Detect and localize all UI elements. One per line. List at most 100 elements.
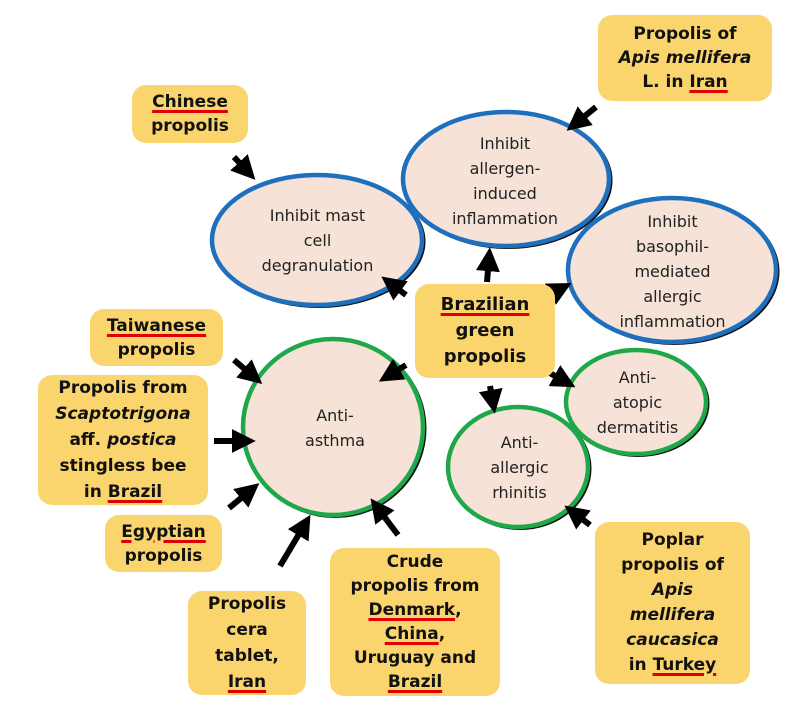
italic-species-name: Apis mellifera	[618, 48, 752, 68]
box-text-line: stingless bee	[59, 453, 186, 479]
box-text-line: Denmark,	[368, 598, 461, 622]
box-text-line: Crude	[387, 550, 444, 574]
underlined-place-name: Iran	[689, 72, 728, 92]
box-text-line: mellifera	[630, 603, 716, 628]
underlined-place-name: Taiwanese	[106, 315, 207, 336]
arrow-cera-to-asthma	[277, 514, 311, 568]
effect-text-line: allergic	[643, 286, 702, 306]
box-text-line: green	[456, 318, 515, 344]
effect-text-line: allergic	[490, 458, 549, 477]
effect-ellipse-rhinitis	[445, 404, 591, 530]
box-text-line: Brazilian	[441, 292, 530, 318]
effect-ellipse-basophil	[565, 195, 779, 345]
text-run: cera	[226, 620, 268, 640]
italic-species-name: Apis	[651, 580, 694, 600]
box-text-line: Propolis	[208, 591, 286, 617]
text-run: propolis from	[350, 576, 480, 596]
box-text-line: Iran	[228, 669, 266, 695]
arrow-center-to-allergen	[475, 247, 500, 283]
effect-text-line: Anti-	[618, 367, 657, 387]
effect-text-line: Inhibit	[479, 133, 531, 153]
box-text-line: propolis of	[621, 553, 724, 578]
box-text-line: propolis from	[351, 574, 480, 598]
effect-ellipse-atopic	[563, 347, 709, 457]
effect-ellipse-allergen	[400, 109, 612, 249]
effect-text-line: dermatitis	[596, 417, 679, 437]
text-run: ,	[455, 600, 462, 620]
italic-species-name: caucasica	[626, 630, 719, 650]
box-text-line: China,	[385, 622, 445, 646]
effect-text-line: atopic	[612, 392, 663, 412]
text-run: aff.	[69, 430, 108, 450]
source-box-taiwanese-propolis: Taiwanese propolis	[90, 309, 223, 366]
effect-text-line: Inhibit	[647, 211, 698, 231]
effect-text-line: Anti-	[316, 405, 354, 425]
text-run: L. in	[642, 72, 690, 92]
arrow-center-to-rhinitis	[478, 385, 503, 414]
box-text-line: propolis	[151, 114, 229, 138]
effect-label-anti-atopic-dermatitis: Anti-atopic dermatitis	[570, 352, 705, 452]
effect-text-line: Anti-	[500, 433, 539, 452]
text-run: propolis	[151, 116, 229, 136]
text-run: Poplar	[641, 530, 704, 550]
arrow-iran-to-allergen	[566, 104, 598, 131]
italic-species-name: postica	[107, 430, 177, 450]
text-run: propolis	[117, 339, 196, 360]
box-text-line: Uruguay and	[354, 646, 476, 670]
arrow-egyptian-to-asthma	[227, 483, 260, 511]
box-text-line: propolis	[118, 338, 196, 362]
box-text-line: Brazil	[388, 670, 442, 694]
box-text-line: Apis mellifera	[619, 46, 752, 70]
box-text-line: Scaptotrigona	[55, 401, 191, 427]
underlined-place-name: Brazilian	[440, 294, 530, 315]
arrow-center-to-asthma	[378, 358, 408, 382]
box-text-line: tablet,	[215, 643, 279, 669]
arrow-taiwanese-to-asthma	[232, 357, 263, 384]
center-box-brazilian-green-propolis: Brazilian green propolis	[415, 284, 555, 378]
text-run: green	[455, 320, 515, 341]
effect-text-line: degranulation	[261, 255, 374, 275]
text-run: propolis	[443, 346, 527, 367]
italic-species-name: mellifera	[629, 605, 716, 625]
box-text-line: Chinese	[152, 90, 228, 114]
arrow-chinese-to-mast-cell	[230, 154, 256, 180]
box-text-line: Poplar	[642, 528, 704, 553]
effect-text-line: asthma	[305, 430, 365, 450]
box-text-line: Taiwanese	[107, 314, 206, 338]
italic-species-name: Scaptotrigona	[55, 404, 191, 424]
box-text-line: Apis	[652, 578, 693, 603]
effect-text-line: induced	[473, 183, 537, 203]
effect-ellipse-mast-cell	[209, 172, 425, 308]
text-run: in	[628, 655, 653, 675]
effect-ellipse-asthma	[240, 336, 426, 518]
arrow-crude-to-asthma	[370, 498, 401, 537]
effect-text-line: basophil-	[635, 236, 710, 256]
effect-text-line: allergen-	[469, 158, 541, 178]
underlined-place-name: Egyptian	[121, 521, 206, 542]
effect-label-allergen-induced: Inhibit allergen-induced inflammation	[410, 118, 600, 243]
box-text-line: propolis	[125, 544, 203, 568]
box-text-line: propolis	[444, 344, 526, 370]
box-text-line: Propolis from	[58, 375, 187, 401]
effect-text-line: inflammation	[451, 208, 559, 228]
source-box-propolis-cera-tablet-iran: Propolis cera tablet,Iran	[188, 591, 306, 695]
box-text-line: Propolis of	[633, 22, 736, 46]
box-text-line: caucasica	[626, 628, 719, 653]
effect-text-line: Inhibit mast	[269, 205, 366, 225]
effect-text-line: mediated	[634, 261, 711, 281]
effect-label-anti-asthma: Anti-asthma	[260, 360, 410, 495]
text-run: in	[83, 482, 108, 502]
underlined-place-name: Brazil	[387, 672, 443, 692]
arrow-poplar-to-rhinitis	[564, 505, 592, 530]
box-text-line: in Brazil	[84, 479, 162, 505]
underlined-place-name: Denmark	[368, 600, 456, 620]
